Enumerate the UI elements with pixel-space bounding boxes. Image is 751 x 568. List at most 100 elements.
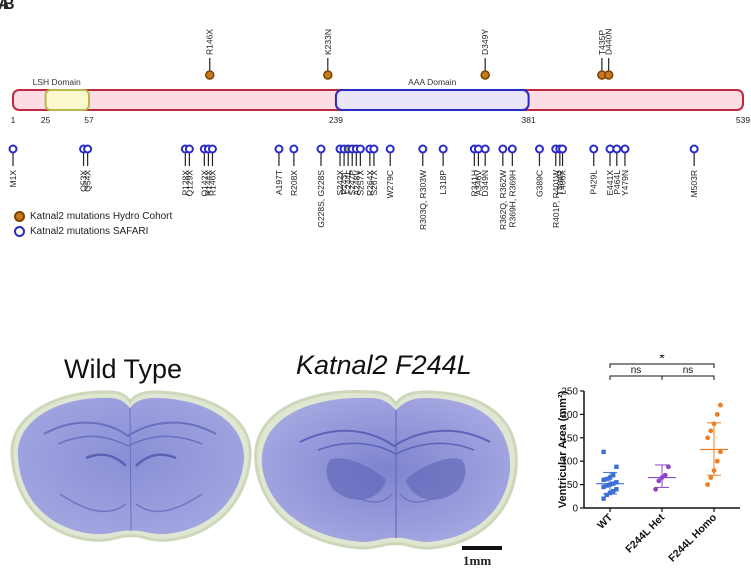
- safari-mutation-label: T404R: [555, 170, 565, 196]
- data-point: [718, 402, 723, 408]
- data-point: [601, 484, 606, 490]
- safari-mutation-label: F244L: [343, 170, 353, 194]
- safari-marker: [558, 144, 568, 154]
- data-point: [604, 483, 609, 488]
- lsh-domain: [44, 89, 90, 111]
- safari-mutation-label: R341H: [469, 170, 479, 196]
- safari-marker: [355, 144, 365, 154]
- safari-mutation-label: W279C: [385, 170, 395, 198]
- safari-mutation-label: P464L: [612, 170, 622, 195]
- legend-item-safari: Katnal2 mutations SAFARI: [14, 224, 172, 239]
- safari-marker: [369, 144, 379, 154]
- safari-mutation-label: R146X: [207, 170, 217, 196]
- panel-label-a: A: [0, 0, 10, 13]
- data-point: [714, 412, 720, 417]
- significance-bracket: [609, 363, 715, 368]
- data-point: [611, 488, 616, 494]
- data-point: [662, 472, 668, 478]
- data-point: [601, 449, 606, 455]
- data-point: [656, 478, 662, 484]
- y-axis-label: Ventricular Area (mm²): [557, 390, 569, 508]
- safari-marker: [534, 144, 544, 154]
- data-point: [708, 475, 714, 480]
- legend: Katnal2 mutations Hydro Cohort Katnal2 m…: [14, 209, 172, 239]
- data-point: [601, 496, 606, 501]
- data-point: [611, 473, 616, 478]
- x-tick-label: F244L Het: [623, 511, 667, 555]
- hydro-marker: [603, 70, 614, 80]
- safari-mutation-label: P128X: [180, 170, 190, 196]
- position-label: 25: [41, 115, 51, 125]
- hydro-mutation-label: D440N: [604, 29, 614, 55]
- significance-bracket: [661, 375, 715, 380]
- safari-mutation-label: L406X: [558, 170, 568, 195]
- scale-bar: [462, 546, 502, 550]
- data-point: [614, 487, 619, 492]
- safari-mutation-label: R264X: [365, 170, 375, 196]
- data-point: [604, 476, 609, 482]
- safari-mutation-label: L318P: [438, 170, 448, 195]
- mutant-brain-image: [254, 390, 518, 550]
- safari-mutation-label: Q54X: [83, 170, 93, 192]
- safari-mutation-label: R303Q, R303W: [418, 170, 428, 230]
- aaa-domain-label: AAA Domain: [408, 77, 456, 87]
- safari-mutation-label: R369H, R369H: [507, 170, 517, 228]
- y-tick-label: 0: [572, 504, 578, 515]
- hydro-marker-icon: [14, 211, 25, 222]
- mutant-title: Katnal2 F244L: [296, 350, 472, 380]
- hydro-marker: [480, 70, 490, 80]
- lsh-domain-label: LSH Domain: [33, 77, 81, 87]
- hydro-mutation-label: R146X: [205, 29, 215, 55]
- safari-marker: [316, 144, 326, 154]
- data-point: [666, 464, 671, 470]
- data-point: [705, 482, 710, 487]
- safari-mutation-label: R362Q, R362W: [498, 170, 508, 230]
- safari-mutation-label: G389C: [534, 170, 544, 197]
- safari-mutation-label: S247P: [347, 170, 357, 196]
- data-point: [714, 458, 720, 464]
- position-label: 381: [522, 115, 536, 125]
- data-point: [614, 464, 619, 470]
- safari-mutation-label: S267X: [369, 170, 379, 196]
- safari-marker: [289, 144, 299, 154]
- hydro-mutation-label: D349Y: [480, 29, 490, 55]
- data-point: [653, 486, 658, 492]
- scale-bar-label: 1mm: [463, 553, 492, 568]
- safari-mutation-label: M1X: [8, 170, 18, 188]
- safari-marker: [620, 144, 630, 154]
- hydro-marker: [204, 70, 215, 80]
- wild-type-brain-image: [10, 390, 252, 542]
- safari-mutation-label: Q142X: [199, 170, 209, 197]
- safari-marker: [507, 144, 517, 154]
- safari-mutation-label: S242X: [335, 170, 345, 196]
- safari-marker: [689, 144, 699, 154]
- hydro-mutation-label: K233N: [323, 29, 333, 55]
- safari-mutation-label: A346V: [473, 170, 483, 196]
- safari-marker: [612, 144, 622, 154]
- hydro-marker: [323, 70, 333, 80]
- significance-label: ns: [631, 365, 642, 376]
- data-point: [601, 477, 606, 483]
- wild-type-title: Wild Type: [64, 354, 183, 384]
- data-point: [708, 428, 714, 434]
- safari-mutation-label: D349N: [480, 170, 490, 196]
- safari-mutation-label: Q53X: [79, 170, 89, 192]
- x-tick-label: WT: [595, 511, 615, 531]
- significance-label: ns: [683, 365, 694, 376]
- data-point: [604, 492, 609, 498]
- y-tick-label: 250: [561, 387, 578, 398]
- safari-marker: [480, 144, 490, 154]
- position-label: 1: [11, 115, 16, 125]
- safari-mutation-label: G228S, G228S: [316, 170, 326, 228]
- safari-marker: [207, 144, 217, 154]
- safari-marker: [385, 144, 395, 154]
- safari-marker: [274, 144, 284, 154]
- x-tick-label: F244L Homo: [666, 512, 719, 565]
- legend-label-hydro: Katnal2 mutations Hydro Cohort: [30, 211, 173, 222]
